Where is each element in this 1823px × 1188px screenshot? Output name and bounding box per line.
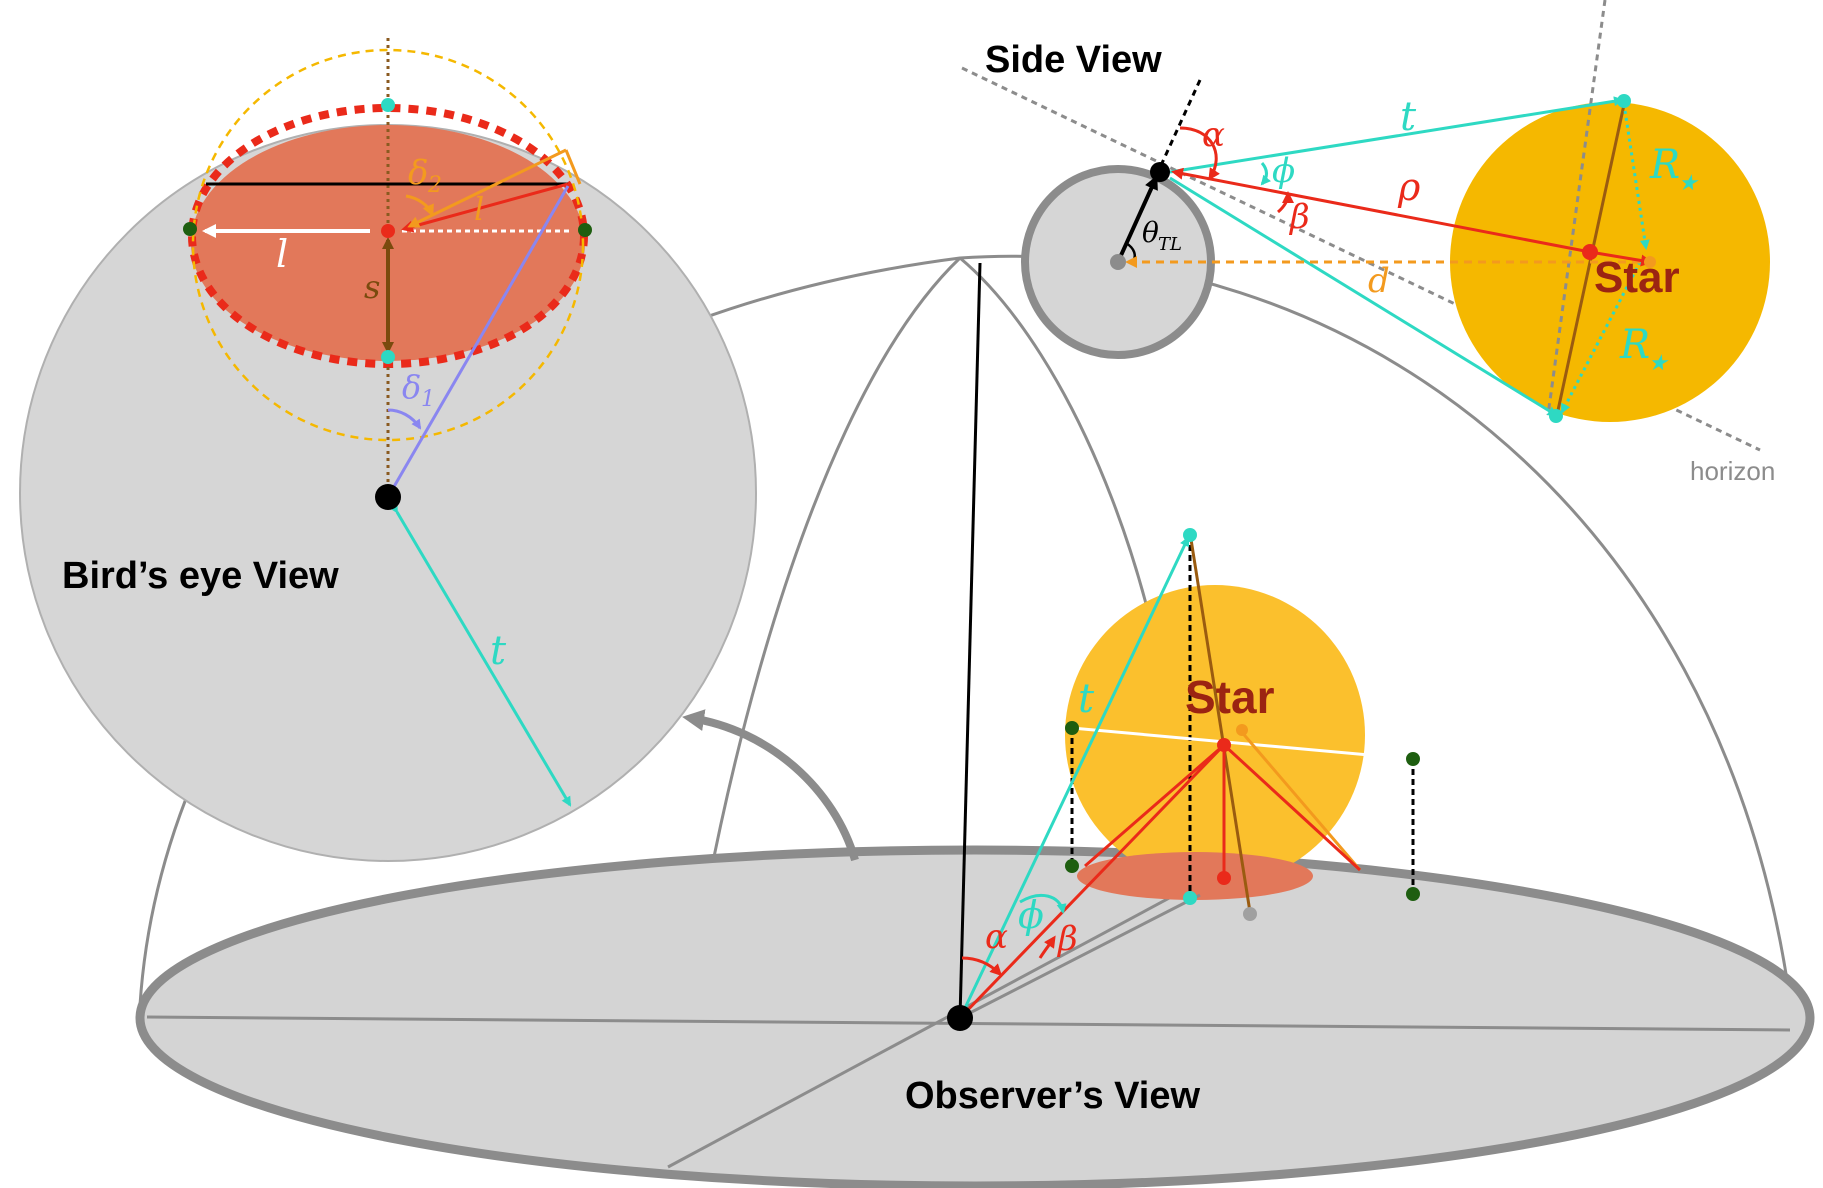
label-delta2-symbol: δ xyxy=(408,153,428,193)
observer-base-gray-point xyxy=(1243,907,1257,921)
violet-line xyxy=(386,185,570,498)
orange-vector-side xyxy=(564,149,582,185)
side-star-dashed-axis xyxy=(1546,0,1607,416)
phi-arc-side xyxy=(1260,162,1272,186)
label-s: s xyxy=(364,268,380,306)
side-view: Side View horizon Star t ρ d α ϕ β θ TL … xyxy=(961,0,1775,486)
observer-left-point xyxy=(1065,721,1079,735)
zenith-dashed-line xyxy=(1156,79,1202,173)
t-vector-birds-eye xyxy=(388,502,572,807)
birds-eye-top-point xyxy=(381,98,395,112)
observer-star-center xyxy=(1217,738,1231,752)
label-d: d xyxy=(1368,261,1390,301)
label-star-side: Star xyxy=(1594,253,1680,302)
birds-eye-center-point xyxy=(381,224,395,238)
label-phi-side: ϕ xyxy=(1272,151,1295,191)
label-alpha-observer: α xyxy=(985,917,1008,957)
orange-line-star xyxy=(1238,729,1362,871)
star-disc-outline xyxy=(191,48,585,442)
alpha-arc-side xyxy=(1179,126,1220,181)
birds-eye-view: Bird’s eye View l l s δ 2 δ 1 t xyxy=(19,38,757,862)
birds-eye-observer-point xyxy=(375,484,401,510)
label-delta2-subscript: 2 xyxy=(427,173,442,198)
label-phi-observer: ϕ xyxy=(1018,893,1044,937)
earth-center-point xyxy=(1110,254,1126,270)
side-star-top-point xyxy=(1617,94,1631,108)
label-delta1-symbol: δ xyxy=(402,368,421,406)
observer-star-disc xyxy=(1065,585,1365,885)
label-beta-side: β xyxy=(1288,197,1310,237)
red-vector-l xyxy=(401,182,569,233)
birds-eye-bottom-point xyxy=(381,350,395,364)
observer-view: Star t α ϕ β xyxy=(947,262,1420,1031)
label-rho: ρ xyxy=(1397,165,1421,209)
label-delta2: δ 2 xyxy=(408,153,442,198)
label-delta1: δ 1 xyxy=(402,368,435,412)
birds-eye-right-point xyxy=(578,223,592,237)
star-diameter-brown xyxy=(1188,532,1252,913)
label-r-star-upper: R ★ xyxy=(1649,142,1699,196)
birds-eye-view-title: Bird’s eye View xyxy=(62,555,339,597)
label-star-observer: Star xyxy=(1185,671,1275,723)
label-delta1-subscript: 1 xyxy=(421,387,435,412)
observer-view-title: Observer’s View xyxy=(905,1075,1200,1117)
delta1-arc xyxy=(387,408,422,430)
side-star-center xyxy=(1582,244,1598,260)
delta2-arc xyxy=(405,194,434,217)
side-star-center-orange xyxy=(1644,256,1656,268)
alpha-arc-observer xyxy=(961,956,1003,977)
observer-base-cyan-point xyxy=(1183,891,1197,905)
label-r-upper-subscript: ★ xyxy=(1678,171,1699,196)
birds-eye-left-point xyxy=(183,222,197,236)
red-line-right xyxy=(1222,743,1362,872)
t-vector-observer xyxy=(957,536,1190,1018)
label-theta-tl: θ TL xyxy=(1142,216,1182,255)
radius-vector-upper xyxy=(1622,103,1650,250)
phi-arc-observer xyxy=(1019,893,1067,914)
label-horizon: horizon xyxy=(1690,456,1775,486)
label-theta-symbol: θ xyxy=(1142,216,1159,249)
side-star-bottom-point xyxy=(1549,409,1563,423)
label-l-orange: l xyxy=(474,190,484,228)
rho-vector xyxy=(1171,167,1591,254)
rho-to-star-red xyxy=(1589,250,1653,267)
label-l-white: l xyxy=(276,232,288,276)
label-t-side: t xyxy=(1400,94,1417,140)
radius-vector-lower xyxy=(1560,261,1642,414)
label-r-lower-symbol: R xyxy=(1619,322,1650,368)
label-r-star-lower: R ★ xyxy=(1619,322,1669,376)
label-t-observer: t xyxy=(1078,676,1095,722)
t-vector-side-lower xyxy=(1169,176,1558,417)
side-observer-point xyxy=(1150,162,1170,182)
observer-orange-point xyxy=(1236,724,1248,736)
observer-top-point xyxy=(1183,528,1197,542)
label-r-lower-subscript: ★ xyxy=(1648,351,1669,376)
observer-left-base-point xyxy=(1065,859,1079,873)
t-vector-side-upper xyxy=(1161,96,1624,179)
label-alpha-side: α xyxy=(1202,115,1225,155)
side-view-title: Side View xyxy=(985,39,1162,81)
label-r-upper-symbol: R xyxy=(1649,142,1680,188)
label-theta-subscript: TL xyxy=(1158,234,1182,255)
beta-arc-observer xyxy=(1038,935,1056,959)
earth-radius-vector xyxy=(1116,175,1158,263)
label-t-birds-eye: t xyxy=(490,628,507,674)
beta-arc-side xyxy=(1277,191,1294,214)
label-beta-observer: β xyxy=(1056,919,1078,959)
observer-shadow-center xyxy=(1217,871,1231,885)
observer-right-base-point xyxy=(1406,887,1420,901)
observer-point xyxy=(947,1005,973,1031)
view-transition-arrow xyxy=(682,709,859,862)
orange-vector-top xyxy=(407,148,567,228)
observer-right-point xyxy=(1406,752,1420,766)
